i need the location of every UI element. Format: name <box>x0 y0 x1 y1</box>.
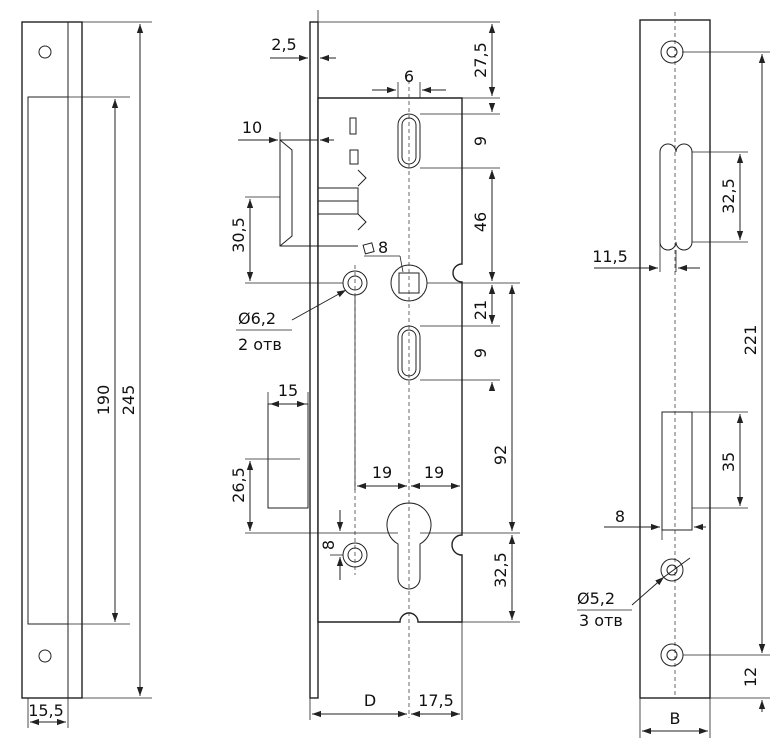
square-symbol <box>362 242 375 255</box>
dim-92-label: 92 <box>491 445 510 465</box>
hole-dia-label: Ø6,2 <box>238 309 276 328</box>
lock-case-outline <box>317 97 463 623</box>
dim-19-right-label: 19 <box>424 463 444 482</box>
faceplate-outline <box>21 21 83 699</box>
strike-dim-B-label: B <box>670 709 681 728</box>
dim-190-label: 190 <box>94 385 113 416</box>
dim-15-label: 15 <box>278 381 298 400</box>
strike-hole-count-label: 3 отв <box>579 611 623 630</box>
dim-square-8-label: 8 <box>378 238 388 257</box>
strike-dim-35-label: 35 <box>719 452 738 472</box>
dim-15-5-label: 15,5 <box>28 701 64 720</box>
dim-245-label: 245 <box>119 385 138 416</box>
dim-8-label: 8 <box>319 540 338 550</box>
hole-count-label: 2 отв <box>238 335 282 354</box>
dim-27-5-label: 27,5 <box>471 42 490 78</box>
dim-26-5-label: 26,5 <box>229 467 248 503</box>
dim-9-top-label: 9 <box>471 136 490 146</box>
latch-window <box>267 403 309 509</box>
strike-dim-32-5-label: 32,5 <box>719 178 738 214</box>
dim-10-label: 10 <box>242 118 262 137</box>
dim-21-label: 21 <box>471 300 490 320</box>
dim-17-5-label: 17,5 <box>418 691 454 710</box>
strike-dim-221-label: 221 <box>741 325 760 356</box>
top-screw-hole <box>38 45 52 59</box>
dim-46-label: 46 <box>471 212 490 232</box>
strike-dim-12-label: 12 <box>741 667 760 687</box>
front-faceplate <box>309 21 319 699</box>
dim-19-left-label: 19 <box>372 463 392 482</box>
bottom-screw-hole <box>38 649 52 663</box>
dim-9-middle-label: 9 <box>471 348 490 358</box>
cylinder-cutout <box>386 502 432 590</box>
left-side-view: 190 245 15,5 <box>21 21 152 728</box>
dim-D-label: D <box>364 691 376 710</box>
front-lock-view: 2,5 27,5 6 9 10 46 30,5 8 Ø6,2 2 отв 21 <box>229 10 520 720</box>
strike-bolt-window <box>661 411 693 531</box>
strike-dim-11-5-label: 11,5 <box>592 247 628 266</box>
dim-6-label: 6 <box>404 67 414 86</box>
dim-2-5-label: 2,5 <box>271 35 296 54</box>
strike-hole-dia-label: Ø5,2 <box>577 589 615 608</box>
strike-dim-8-label: 8 <box>615 507 625 526</box>
latch-bolt <box>279 117 367 247</box>
dim-30-5-label: 30,5 <box>229 217 248 253</box>
lock-body-profile <box>27 96 69 625</box>
strike-plate-view: 32,5 11,5 221 35 8 Ø5,2 3 отв 12 B <box>577 12 770 738</box>
dim-32-5-label: 32,5 <box>491 552 510 588</box>
strike-hole-middle <box>660 558 684 582</box>
